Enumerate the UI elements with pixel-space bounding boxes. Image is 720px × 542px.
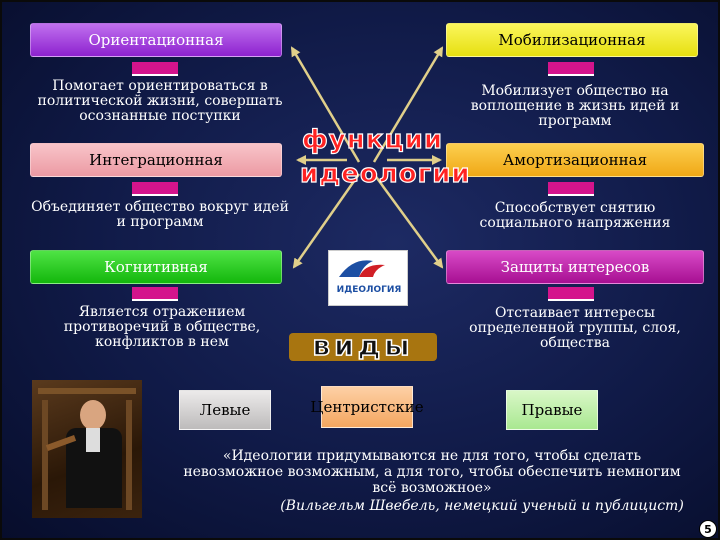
connector-amort bbox=[548, 182, 594, 196]
judge-photo bbox=[32, 380, 142, 518]
page-number-text: 5 bbox=[704, 522, 712, 536]
function-cogn-desc: Является отражением противоречий в общес… bbox=[63, 304, 261, 350]
type-right: Правые bbox=[506, 390, 598, 430]
connector-cogn bbox=[132, 287, 178, 301]
connector-protect bbox=[548, 287, 594, 301]
connector-integ bbox=[132, 182, 178, 196]
types-heading: виды bbox=[312, 329, 414, 363]
function-integ-title: Интеграционная bbox=[30, 143, 282, 177]
arrow-to-mobil bbox=[372, 46, 444, 163]
page-number: 5 bbox=[699, 520, 717, 538]
function-amort-title: Амортизационная bbox=[446, 143, 704, 177]
arrow-to-orient bbox=[290, 46, 361, 163]
function-amort-desc: Способствует снятию социального напряжен… bbox=[479, 200, 671, 231]
ideology-logo: ИДЕОЛОГИЯ bbox=[328, 250, 408, 306]
quote-text: «Идеологии придумываются не для того, чт… bbox=[183, 448, 681, 496]
arrow-to-cogn bbox=[292, 173, 361, 269]
connector-orient bbox=[132, 62, 178, 76]
center-title-line1: функции bbox=[301, 125, 444, 155]
function-orient-title: Ориентационная bbox=[30, 23, 282, 57]
function-orient-desc: Помогает ориентироваться в политической … bbox=[37, 78, 283, 124]
function-cogn-title: Когнитивная bbox=[30, 250, 282, 284]
connector-mobil bbox=[548, 62, 594, 76]
function-protect-title: Защиты интересов bbox=[446, 250, 704, 284]
quote-author: (Вильгельм Швебель, немецкий ученый и пу… bbox=[280, 498, 684, 514]
function-mobil-title: Мобилизационная bbox=[446, 23, 698, 57]
logo-text: ИДЕОЛОГИЯ bbox=[336, 285, 402, 295]
type-left: Левые bbox=[179, 390, 271, 430]
types-heading-bg bbox=[289, 333, 437, 361]
function-mobil-desc: Мобилизует общество на воплощение в жизн… bbox=[470, 83, 680, 129]
function-integ-desc: Объединяет общество вокруг идей и програ… bbox=[31, 199, 289, 230]
type-centrist: Центристские bbox=[310, 386, 424, 428]
arrow-to-protect bbox=[372, 173, 444, 269]
center-title-line2: идеологии bbox=[299, 159, 471, 189]
function-protect-desc: Отстаивает интересы определенной группы,… bbox=[469, 305, 681, 351]
